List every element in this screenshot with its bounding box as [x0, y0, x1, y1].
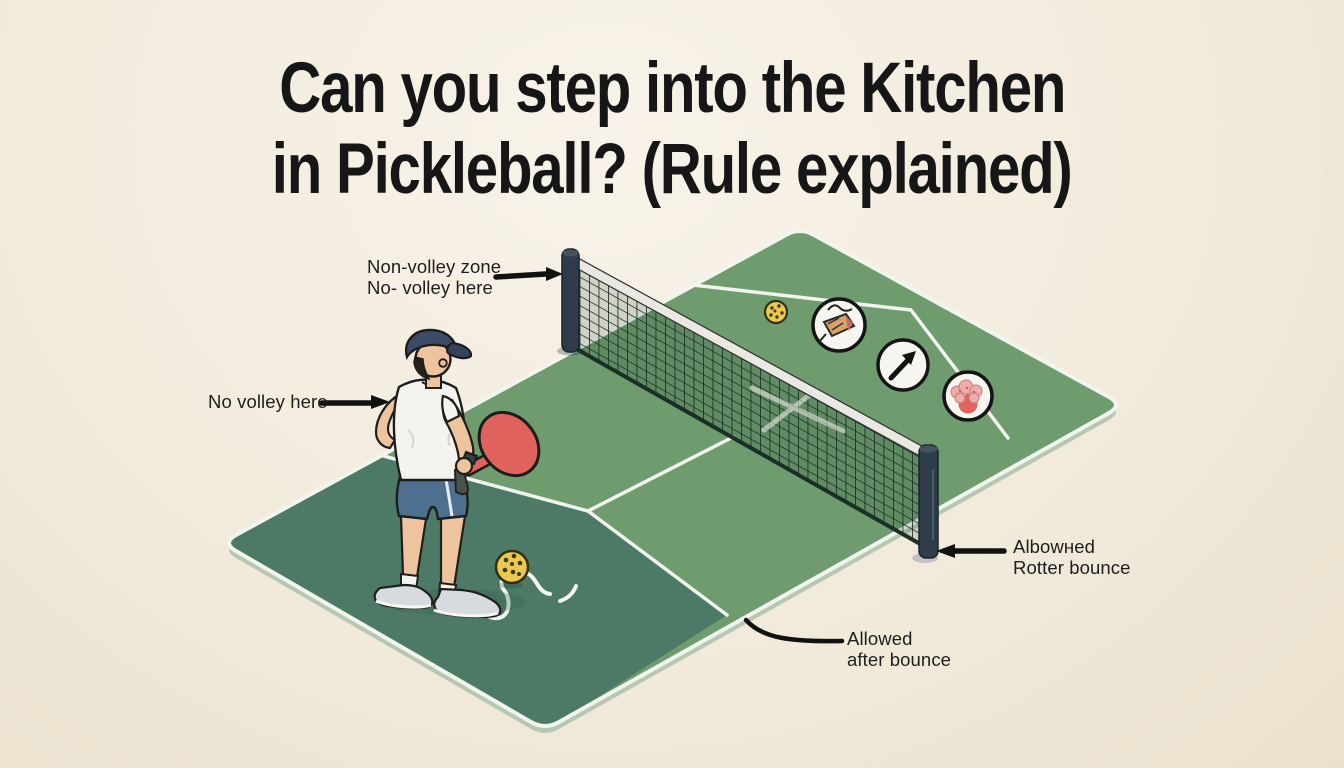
- net-base-band: [572, 345, 930, 551]
- ear: [438, 358, 448, 368]
- net: [557, 248, 939, 563]
- pickleball: [494, 549, 530, 589]
- flower-cluster-icon: [950, 379, 983, 414]
- net-post-right: [918, 444, 939, 559]
- up-right-arrow-icon: [888, 351, 916, 381]
- player-right-leg: [433, 514, 502, 619]
- label-allowed-after-bounce-line2: after bounce: [847, 648, 952, 670]
- label-non-volley-zone-line2: No- volley here: [367, 276, 493, 298]
- label-allowed-net-post-line1: Albowʜed: [1013, 536, 1095, 557]
- pickleball-court: [227, 229, 1118, 728]
- allowed-bounce-connector: [743, 617, 845, 644]
- allowed-post-arrow-icon: [936, 544, 1007, 558]
- net-mesh: [569, 256, 929, 550]
- player-head: [404, 328, 473, 389]
- label-allowed-after-bounce-line1: Allowed: [847, 628, 913, 649]
- label-non-volley-zone-line1: Non-volley zone: [367, 256, 502, 277]
- hair: [413, 356, 431, 381]
- player-left-leg: [373, 514, 434, 610]
- far-kitchen-line: [691, 283, 913, 312]
- far-pickleball: [763, 299, 789, 325]
- page-title: Can you step into the Kitchen in Pickleb…: [0, 48, 1344, 210]
- non-volley-zone-arrow-icon: [493, 267, 563, 281]
- player: [373, 328, 541, 619]
- court-outline: [227, 229, 1118, 728]
- near-center-line: [586, 435, 735, 513]
- net-center-strap: [749, 385, 846, 434]
- net-post-left: [561, 248, 580, 353]
- label-allowed-after-bounce: Allowed after bounce: [847, 628, 952, 670]
- no-volley-arrow-icon: [319, 395, 390, 409]
- label-non-volley-zone: Non-volley zone No- volley here: [367, 256, 502, 298]
- bounce-path-dash: [558, 584, 578, 603]
- player-shorts: [395, 475, 469, 521]
- badge-flowers: [942, 370, 994, 422]
- paddle-grip-end: [453, 466, 470, 496]
- player-hand: [454, 456, 474, 476]
- kitchen-sketch-icon: [818, 304, 856, 343]
- label-no-volley-here: No volley here: [208, 391, 328, 412]
- badge-kitchen: [811, 297, 867, 353]
- title-line-2: in Pickleball? (Rule explained): [272, 130, 1073, 209]
- label-allowed-net-post: Albowʜed Rotter bounce: [1013, 536, 1131, 578]
- annotation-arrows: [319, 267, 1007, 644]
- title-line-1: Can you step into the Kitchen: [279, 49, 1066, 128]
- cap-brim: [446, 341, 473, 360]
- player-sleeve: [441, 394, 461, 424]
- label-allowed-net-post-line2: Rotter bounce: [1013, 556, 1131, 578]
- badge-arrow: [876, 338, 930, 392]
